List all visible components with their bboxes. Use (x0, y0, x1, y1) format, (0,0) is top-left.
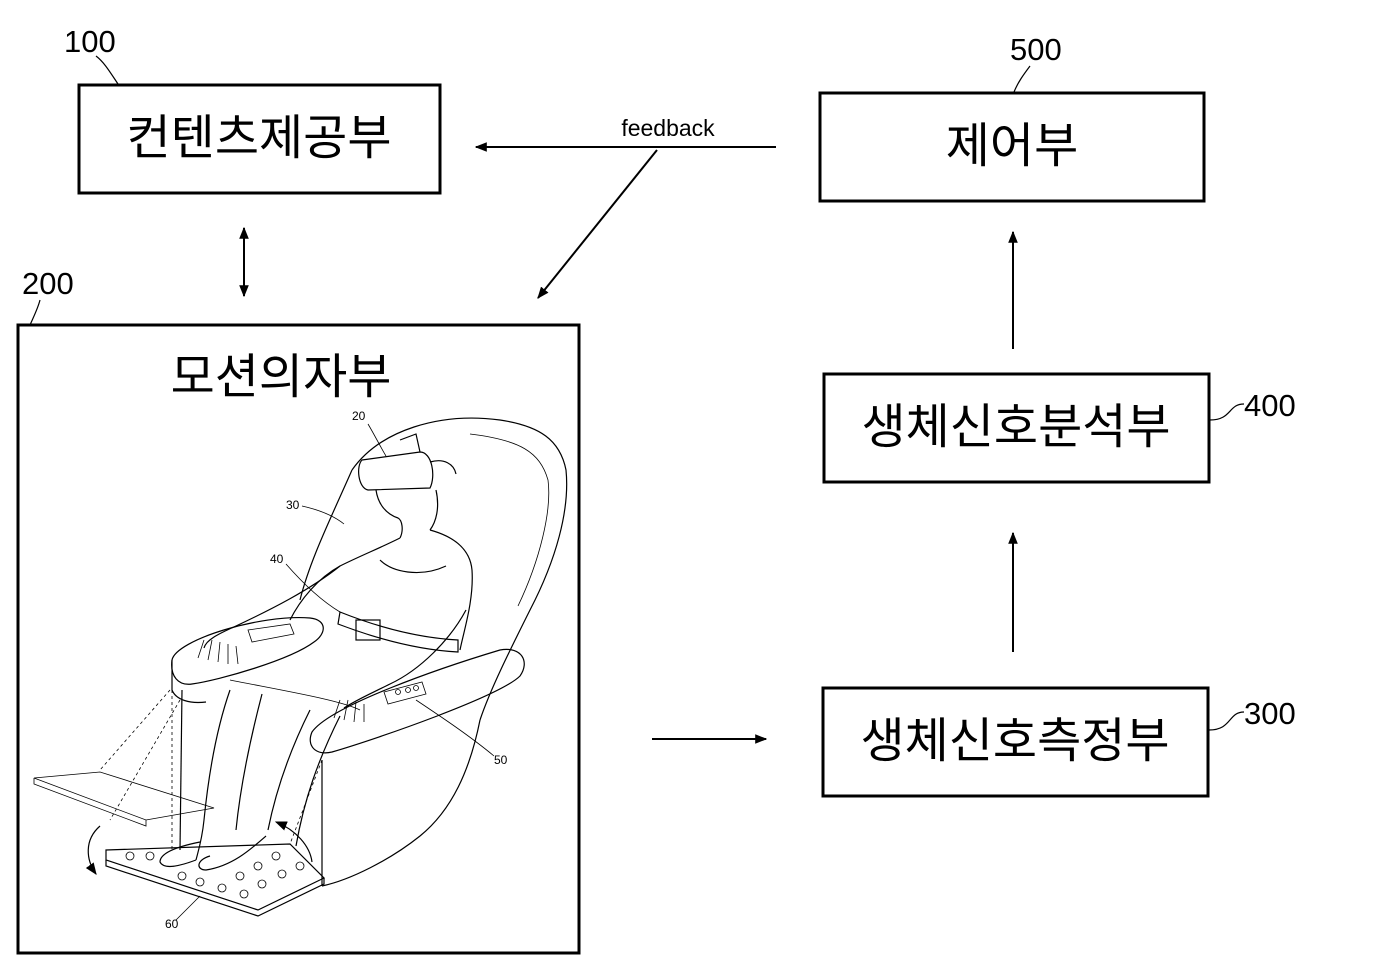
ref-num-400: 400 (1244, 388, 1296, 423)
chair-right-armrest (309, 648, 525, 754)
control-label: 제어부 (946, 118, 1078, 174)
chair-backrest (351, 417, 568, 721)
leader-400 (1209, 403, 1245, 421)
chair-side-panel (321, 719, 481, 887)
leader-100 (95, 55, 119, 85)
rotation-arrow-right (274, 821, 313, 863)
analysis-block: 생체신호분석부 (822, 372, 1211, 484)
motion-chair-label: 모션의자부 (171, 349, 392, 405)
ref-num-300: 300 (1244, 696, 1296, 731)
content-provider-block: 컨텐츠제공부 (77, 83, 442, 195)
leader-500 (1013, 65, 1031, 93)
callout-20: 20 (352, 409, 366, 423)
ref-num-100: 100 (64, 24, 116, 59)
callout-30: 30 (286, 498, 300, 512)
leader-300 (1208, 711, 1245, 731)
callout-50: 50 (494, 753, 508, 767)
ref-num-500: 500 (1010, 32, 1062, 67)
callout-60: 60 (165, 917, 179, 931)
ref-num-200: 200 (22, 266, 74, 301)
control-block: 제어부 (818, 91, 1206, 203)
feedback-to-chair-arrow (537, 149, 658, 299)
measure-label: 생체신호측정부 (860, 713, 1169, 769)
motion-chair-illustration: 20 30 40 50 60 (33, 409, 568, 931)
measure-block: 생체신호측정부 (821, 686, 1210, 798)
callout-40: 40 (270, 552, 284, 566)
foot-platform (105, 843, 326, 911)
content-provider-label: 컨텐츠제공부 (127, 110, 392, 166)
footrest-extension (33, 771, 215, 821)
feedback-label: feedback (621, 115, 715, 141)
foot-platform-sensors (125, 851, 305, 899)
leader-200 (29, 299, 41, 326)
right-hand (333, 699, 365, 723)
analysis-label: 생체신호분석부 (861, 399, 1170, 455)
rotation-arrow-left (85, 825, 101, 875)
vr-headset (358, 451, 434, 491)
motion-chair-block: 모션의자부 (16, 323, 581, 955)
left-hand (197, 639, 239, 665)
